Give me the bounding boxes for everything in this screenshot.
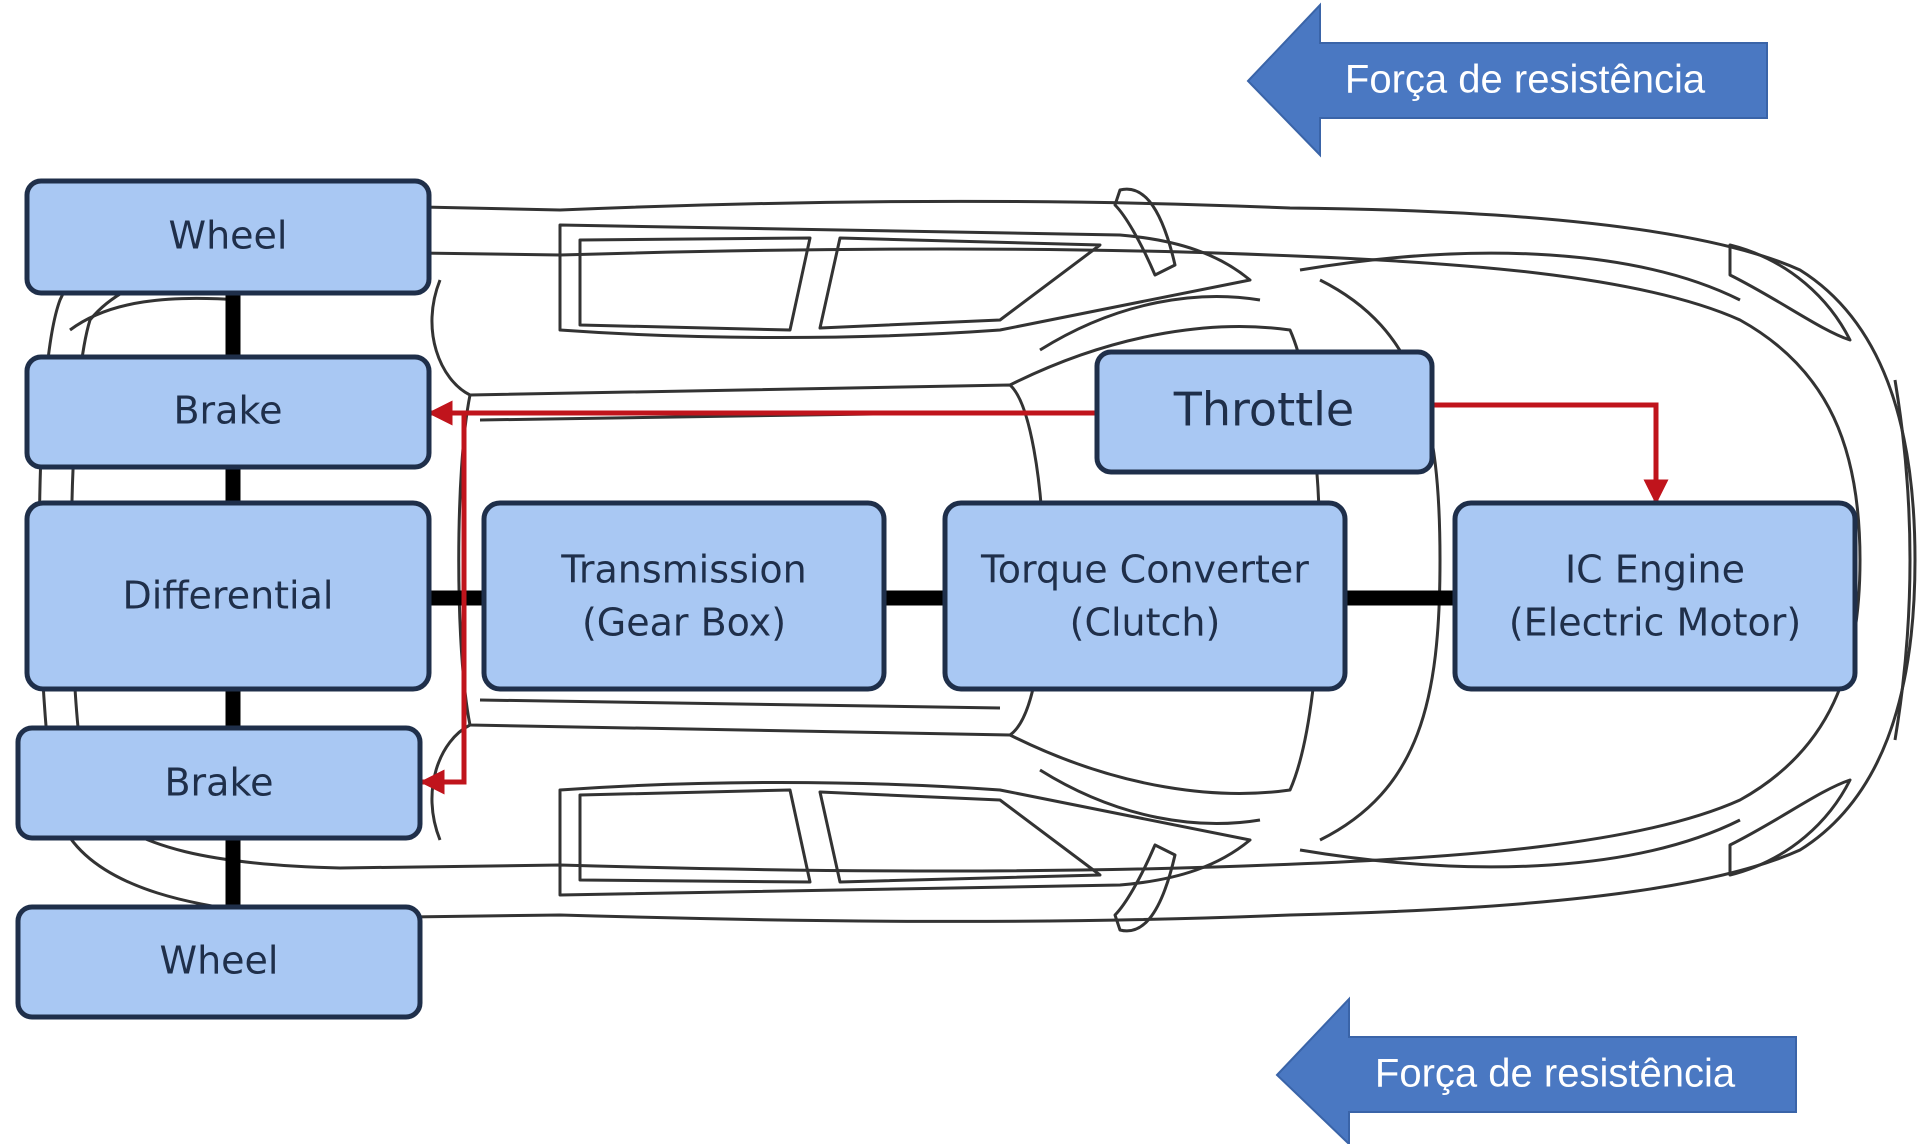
brake-bottom-box: Brake xyxy=(15,725,423,841)
brake-bottom-label: Brake xyxy=(164,761,273,805)
transmission-box: Transmission (Gear Box) xyxy=(481,500,887,692)
engine-label-line1: IC Engine xyxy=(1565,548,1745,592)
resistance-force-bottom-label: Força de resistência xyxy=(1375,1052,1736,1096)
car-outline-icon xyxy=(37,187,1917,933)
brake-top-label: Brake xyxy=(173,389,282,433)
wheel-top-label: Wheel xyxy=(169,214,288,258)
brake-top-box: Brake xyxy=(24,354,432,470)
throttle-signal-lines xyxy=(419,400,1669,795)
engine-box: IC Engine (Electric Motor) xyxy=(1452,500,1858,692)
throttle-box: Throttle xyxy=(1094,349,1435,475)
engine-label-line2: (Electric Motor) xyxy=(1509,601,1801,645)
wheel-top-box: Wheel xyxy=(24,178,432,296)
differential-box: Differential xyxy=(24,500,432,692)
wheel-bottom-label: Wheel xyxy=(160,939,279,983)
left-arrow-icon xyxy=(1275,996,1797,1144)
resistance-force-top: Força de resistência xyxy=(1246,2,1768,158)
torque-converter-label-line2: (Clutch) xyxy=(1070,601,1221,645)
torque-converter-box: Torque Converter (Clutch) xyxy=(942,500,1348,692)
differential-label: Differential xyxy=(123,574,334,618)
transmission-label-line2: (Gear Box) xyxy=(582,601,786,645)
left-arrow-icon xyxy=(1246,2,1768,158)
throttle-label: Throttle xyxy=(1173,383,1354,437)
resistance-force-bottom: Força de resistência xyxy=(1275,996,1797,1144)
transmission-label-line1: Transmission xyxy=(560,548,806,592)
resistance-force-top-label: Força de resistência xyxy=(1345,58,1706,102)
wheel-bottom-box: Wheel xyxy=(15,904,423,1020)
torque-converter-label-line1: Torque Converter xyxy=(980,548,1309,592)
